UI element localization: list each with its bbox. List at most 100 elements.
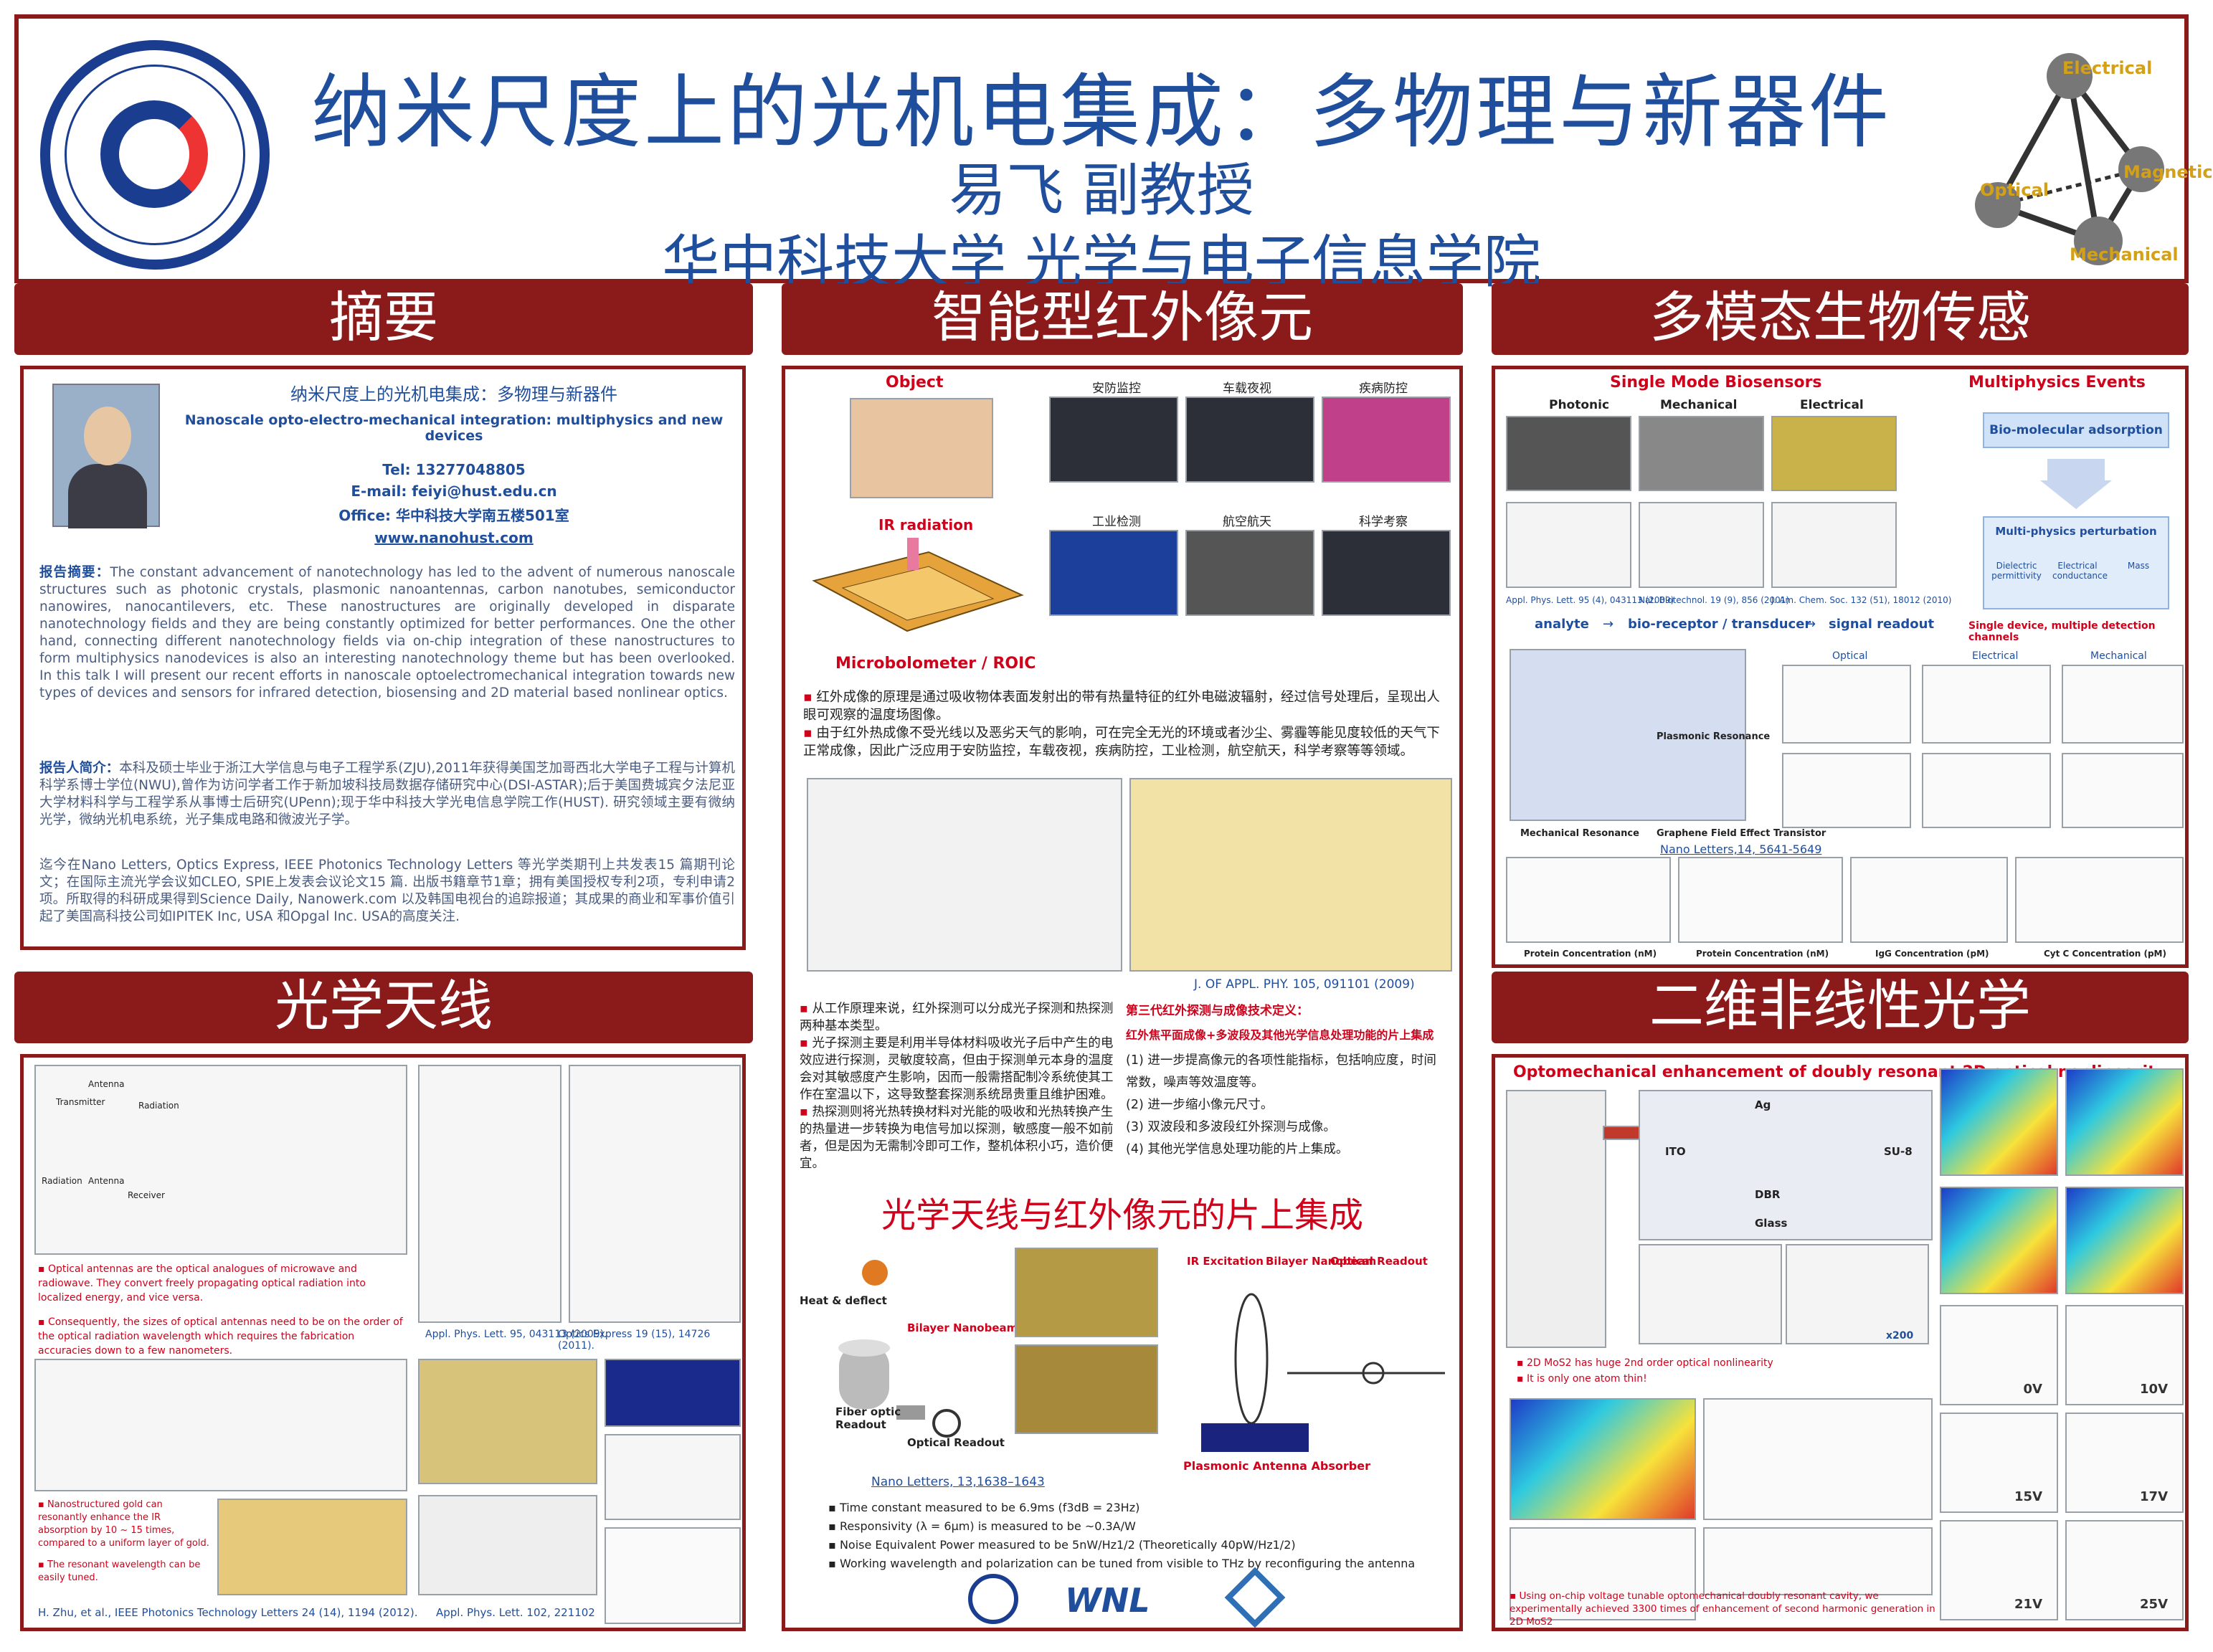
efficiency-plot-d xyxy=(1703,1527,1933,1595)
app-label-aerospace: 航空航天 xyxy=(1223,515,1271,529)
perturbation-title: Multi-physics perturbation xyxy=(1995,525,2157,538)
mini-plot-optical xyxy=(1782,665,1911,744)
abstract-header: 纳米尺度上的光机电集成：多物理与新器件 Nanoscale opto-elect… xyxy=(181,380,726,554)
website-link[interactable]: www.nanohust.com xyxy=(374,529,534,546)
detect-text-2: 光子探测主要是利用半导体材料吸收光子后中产生的电效应进行探测，灵敏度较高，但由于… xyxy=(800,1036,1114,1102)
tetra-label-mechanical: Mechanical xyxy=(2070,245,2179,265)
spec-responsivity: Responsivity (λ = 6μm) is measured to be… xyxy=(839,1519,1136,1533)
ir-excitation-label: IR Excitation xyxy=(1187,1255,1264,1268)
reflectance-map-c xyxy=(1940,1187,2058,1294)
stack-dbr: DBR xyxy=(1755,1188,1781,1201)
antenna-bullet-3: Nanostructured gold can resonantly enhan… xyxy=(38,1499,209,1549)
mos2-bullets: ▪ 2D MoS2 has huge 2nd order optical non… xyxy=(1517,1357,1773,1385)
label-receiver: Receiver xyxy=(128,1190,165,1200)
cavity-stack-render: Ag ITO SU-8 DBR Glass xyxy=(1639,1090,1933,1240)
down-arrow-icon xyxy=(2040,459,2112,509)
mini-fit-electrical xyxy=(1922,753,2051,828)
optical-readout-label-2: Optical Readout xyxy=(1330,1255,1428,1268)
graphene-fet-label: Graphene Field Effect Transistor xyxy=(1657,828,1826,839)
report-text: The constant advancement of nanotechnolo… xyxy=(39,565,735,701)
author-photo xyxy=(52,384,160,528)
perturbation-box: Multi-physics perturbation Dielectric pe… xyxy=(1983,516,2169,609)
ref-mechanical: Nat. Biotechnol. 19 (9), 856 (2001) xyxy=(1639,595,1790,605)
mini-plot-electrical-title: Electrical xyxy=(1972,650,2019,662)
antenna-enhancement-plot xyxy=(569,1065,741,1323)
wnl-logo: WNL xyxy=(1065,1581,1150,1620)
adsorption-box: Bio-molecular adsorption xyxy=(1983,412,2169,448)
voltage-wavelength-map-a xyxy=(1510,1398,1696,1520)
spectrum-10v: 10V xyxy=(2065,1305,2184,1405)
plasmonic-resonance-label: Plasmonic Resonance xyxy=(1657,731,1771,742)
label-radiation-2: Radiation xyxy=(42,1176,82,1186)
spectrum-0v: 0V xyxy=(1940,1305,2058,1405)
gen3-item-1: (1) 进一步提高像元的各项性能指标，包括响应度，时间常数，噪声等效温度等。 xyxy=(1126,1053,1436,1090)
contact-office: Office: 华中科技大学南五楼501室 xyxy=(338,507,569,524)
enhancement-factor: x200 xyxy=(1886,1330,1914,1342)
heat-deflect-label: Heat & deflect xyxy=(800,1294,887,1307)
spectrum-15v: 15V xyxy=(1940,1413,2058,1513)
biosensing-panel: Single Mode Biosensors Multiphysics Even… xyxy=(1492,366,2189,968)
device-specs: ▪ Time constant measured to be 6.9ms (f3… xyxy=(828,1501,1416,1570)
antenna-panel: Transmitter Antenna Radiation Receiver A… xyxy=(20,1054,746,1631)
antenna-absorption-plot xyxy=(418,1065,561,1323)
nano-letters-reference: Nano Letters, 13,1638–1643 xyxy=(871,1475,1045,1489)
mos2-bullet-2: It is only one atom thin! xyxy=(1526,1373,1647,1385)
mini-plot-mechanical-title: Mechanical xyxy=(2090,650,2147,662)
spec-nep: Noise Equivalent Power measured to be 5n… xyxy=(839,1538,1296,1552)
nanobeam-sem-1 xyxy=(1015,1248,1158,1337)
ir-desc-2: 由于红外热成像不受光线以及恶劣天气的影响，可在完全无光的环境或者沙尘、雾霾等能见… xyxy=(803,726,1440,759)
gen3-title: 第三代红外探测与成像技术定义： xyxy=(1126,1004,1309,1018)
detect-text-1: 从工作原理来说，红外探测可以分成光子探测和热探测两种基本类型。 xyxy=(800,1002,1114,1033)
shg-spectrum-plot xyxy=(1786,1244,1929,1344)
nl-summary: ▪ Using on-chip voltage tunable optomech… xyxy=(1510,1590,1935,1628)
tetra-label-magnetic: Magnetic xyxy=(2123,162,2213,182)
detector-roadmap-chart xyxy=(1129,778,1452,972)
photo-head xyxy=(84,407,131,465)
logo-ring xyxy=(65,65,245,245)
publications-text: 迄今在Nano Letters, Optics Express, IEEE Ph… xyxy=(39,858,735,924)
mini-plot-optical-title: Optical xyxy=(1832,650,1868,662)
reflectance-map-a xyxy=(1940,1068,2058,1176)
cantilever-sem xyxy=(1639,416,1764,491)
banner-ir-pixel: 智能型红外像元 xyxy=(782,283,1463,355)
gen3-item-3: (3) 双波段和多波段红外探测与成像。 xyxy=(1126,1120,1336,1134)
stack-ito: ITO xyxy=(1665,1145,1686,1158)
xlabel-d: Cyt C Concentration (pM) xyxy=(2044,949,2166,959)
mini-plot-mechanical xyxy=(2062,665,2184,744)
night-vision-image xyxy=(1185,397,1314,483)
fet-sensor-diagram xyxy=(1771,416,1897,491)
label-25v: 25V xyxy=(2140,1597,2168,1612)
gen3-subtitle: 红外焦平面成像+多波段及其他光学信息处理功能的片上集成 xyxy=(1126,1028,1434,1042)
report-abstract: 报告摘要：The constant advancement of nanotec… xyxy=(39,565,735,701)
ref-electrical: J. Am. Chem. Soc. 132 (51), 18012 (2010) xyxy=(1771,595,1952,605)
nonlinear-panel: Optomechanical enhancement of doubly res… xyxy=(1492,1054,2189,1631)
bilayer-nanobeam-diagram xyxy=(838,1260,961,1438)
contact-tel: Tel: 13277048805 xyxy=(382,461,526,478)
antenna-bullets-2: ▪ Nanostructured gold can resonantly enh… xyxy=(38,1499,209,1583)
col-photonic: Photonic xyxy=(1549,398,1610,412)
stack-su8: SU-8 xyxy=(1884,1145,1913,1158)
abstract-cn-title: 纳米尺度上的光机电集成：多物理与新器件 xyxy=(290,384,617,404)
abstract-panel: 纳米尺度上的光机电集成：多物理与新器件 Nanoscale opto-elect… xyxy=(20,366,746,950)
speaker-bio: 报告人简介：本科及硕士毕业于浙江大学信息与电子工程学系(ZJU),2011年获得… xyxy=(39,761,735,827)
plot-c-binding xyxy=(1850,857,2008,943)
label-antenna-2: Antenna xyxy=(88,1176,125,1186)
perturb-electrical: Electrical conductance xyxy=(2052,561,2108,581)
photonic-crystal-sem xyxy=(1506,416,1631,491)
field-map-image xyxy=(605,1359,741,1427)
gen3-items: (1) 进一步提高像元的各项性能指标，包括响应度，时间常数，噪声等效温度等。 (… xyxy=(1126,1050,1449,1161)
photo-body xyxy=(68,464,147,528)
ir-radiation-label: IR radiation xyxy=(878,516,974,533)
plot-d-binding xyxy=(2015,857,2184,943)
spectrum-17v: 17V xyxy=(2065,1413,2184,1513)
perturb-dielectric: Dielectric permittivity xyxy=(1991,561,2042,581)
mini-fit-optical xyxy=(1782,753,1911,828)
detection-types: ▪ 从工作原理来说，红外探测可以分成光子探测和热探测两种基本类型。 ▪ 光子探测… xyxy=(800,1002,1114,1171)
bilayer-label-1: Bilayer Nanobeam xyxy=(907,1321,1018,1334)
nl-summary-text: Using on-chip voltage tunable optomechan… xyxy=(1510,1590,1935,1628)
mini-fit-mechanical xyxy=(2062,753,2184,828)
mechanical-resonance-label: Mechanical Resonance xyxy=(1520,828,1639,839)
plot-a-binding xyxy=(1506,857,1671,943)
photonic-spectrum-plot xyxy=(1506,502,1631,588)
tetra-label-optical: Optical xyxy=(1980,180,2049,200)
